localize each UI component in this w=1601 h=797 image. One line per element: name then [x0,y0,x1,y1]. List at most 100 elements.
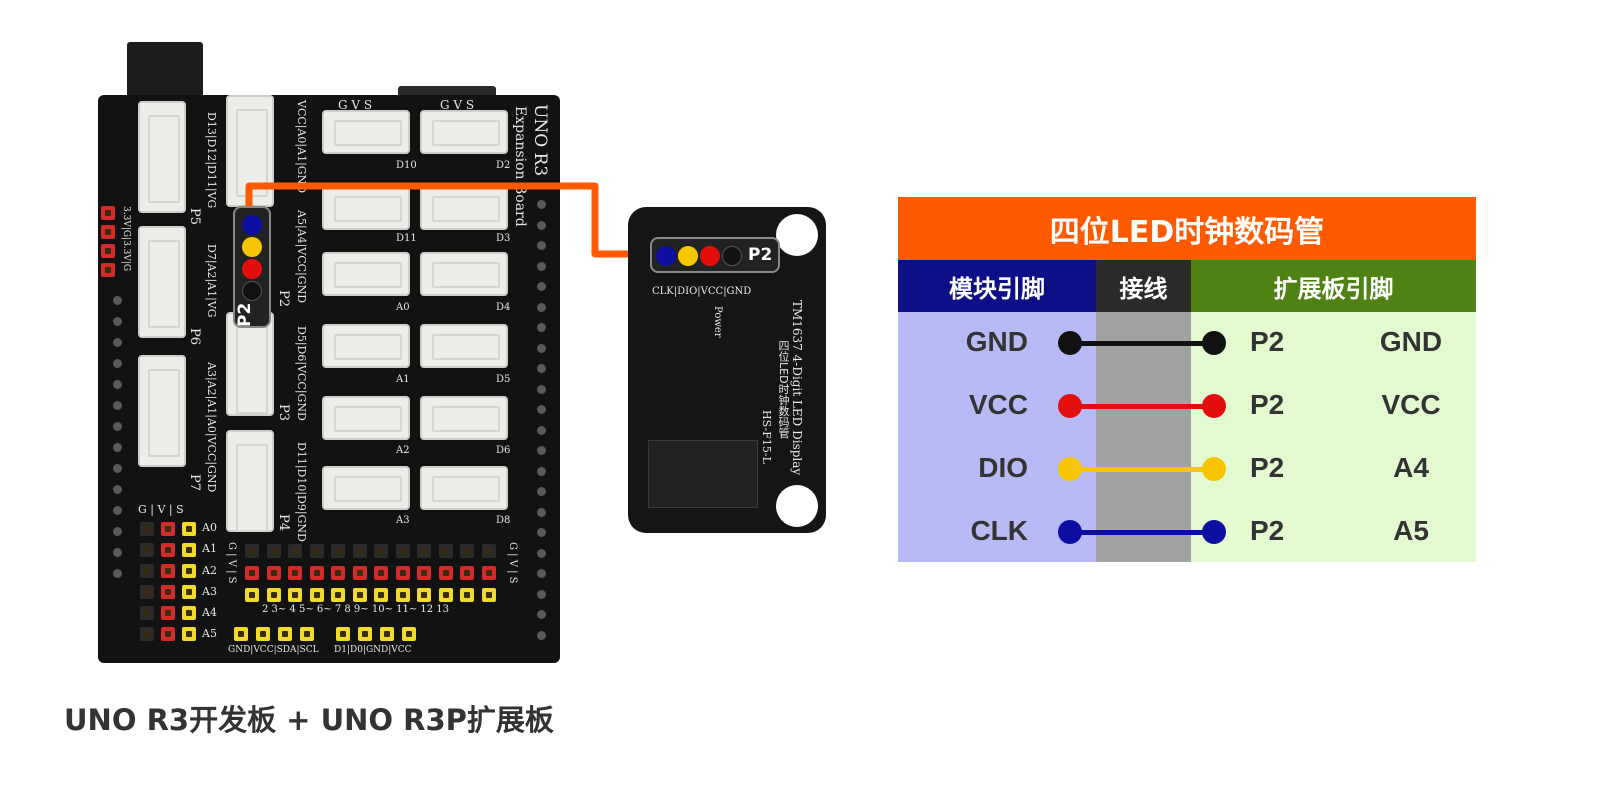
digital-signal-pin [352,588,367,602]
silk-bottom-gvs-right: G | V | S [507,542,518,584]
board-side-hole [537,323,546,332]
board-side-hole [113,443,122,452]
port-a1-connector [322,324,410,368]
row-wire-line [1070,467,1214,472]
digital-signal-pin [395,588,410,602]
board-p2-tag: P2 [233,206,271,328]
module-p2-red-dot [700,246,720,266]
row-port: P2 [1250,389,1285,420]
digital-gnd-pin [266,544,281,558]
silk-analog-a0: A0 [202,521,217,534]
board-side-hole [113,548,122,557]
port-d4-connector [420,252,508,296]
digital-gnd-pin [417,544,431,558]
silk-title-line1: UNO R3 [530,104,550,177]
module-p2-black-dot [722,246,742,266]
board-side-hole [113,380,122,389]
board-side-hole [113,317,122,326]
row-wire-end-dot [1202,394,1226,418]
analog-vcc-pin [161,543,175,557]
board-side-hole [537,282,546,291]
analog-vcc-pin [161,606,175,620]
silk-label-p7: P7 [187,474,202,492]
board-side-hole [113,359,122,368]
digital-vcc-pin [245,566,259,580]
module-name-line1: TM1637 4-Digit LED Display [790,300,804,476]
row-module-pin: DIO [978,452,1028,483]
board-p2-label: P2 [235,302,255,328]
serial-pin [358,627,372,641]
module-p2-yellow-dot [678,246,698,266]
row-port: P2 [1250,326,1285,357]
silk-port-d4: D4 [496,302,511,313]
digital-signal-pin [460,588,474,602]
board-side-hole [537,364,546,373]
board-side-hole [113,422,122,431]
port-d5-connector [420,324,508,368]
row-board-pin: GND [1379,326,1443,357]
digital-gnd-pin [460,544,474,558]
digital-vcc-pin [352,566,367,580]
silk-port-a3: A3 [396,515,410,526]
digital-gnd-pin [374,544,388,558]
serial-pin [336,627,350,641]
row-wire-start-dot [1058,457,1082,481]
silk-port-a0: A0 [396,302,410,313]
analog-gnd-pin [140,543,154,557]
silk-gvs-top2: G V S [440,98,475,112]
module-p2-tag: P2 [650,237,780,273]
board-caption: UNO R3开发板 + UNO R3P扩展板 [64,703,554,737]
analog-vcc-pin [161,627,175,641]
silk-analog-a1: A1 [202,542,217,555]
i2c-pin [234,627,248,641]
header-wiring: 接线 [1096,260,1191,312]
power-header-pin [101,206,115,220]
silk-p7-pins: A3|A2|A1|A0|VCC|GND [205,362,218,493]
digital-gnd-pin [395,544,410,558]
silk-port-d6: D6 [496,445,511,456]
digital-signal-pin [374,588,388,602]
module-mount-hole-top [776,214,818,256]
digital-signal-pin [266,588,281,602]
analog-gnd-pin [140,522,154,536]
board-side-hole [113,401,122,410]
row-wire-start-dot [1058,394,1082,418]
digital-signal-pin [417,588,431,602]
column-board-pin [1191,312,1476,562]
analog-gnd-pin [140,627,154,641]
digital-signal-pin [309,588,324,602]
digital-gnd-pin [481,544,496,558]
silk-port-d8: D8 [496,515,511,526]
module-p2-label: P2 [748,245,773,265]
module-power-label: Power [712,306,723,338]
row-wire-line [1070,530,1214,535]
analog-vcc-pin [161,564,175,578]
port-a0-connector [322,252,410,296]
module-name-line3: HS-F15-L [760,410,773,464]
module-pin-label: CLK|DIO|VCC|GND [652,286,752,297]
digital-vcc-pin [374,566,388,580]
silk-analog-a2: A2 [202,564,217,577]
silk-port-d3: D3 [496,233,511,244]
power-header-pin [101,263,115,277]
board-side-hole [537,241,546,250]
digital-gnd-pin [309,544,324,558]
digital-vcc-pin [481,566,496,580]
silk-p2b-pins: A5|A4|VCC|GND [295,210,308,304]
digital-signal-pin [245,588,259,602]
silk-port-d10: D10 [396,160,417,171]
digital-signal-pin [438,588,453,602]
jst-connector-p7 [138,355,186,467]
board-side-hole [537,589,546,599]
orange-wire [245,182,652,258]
digital-gnd-pin [288,544,302,558]
silk-port-d11: D11 [396,233,417,244]
digital-gnd-pin [352,544,367,558]
module-p2-blue-dot [656,246,676,266]
silk-label-p3: P3 [276,404,291,422]
board-side-hole [537,528,546,537]
silk-bottom-gvs: G | V | S [226,542,237,584]
board-side-hole [537,302,546,312]
analog-vcc-pin [161,585,175,599]
